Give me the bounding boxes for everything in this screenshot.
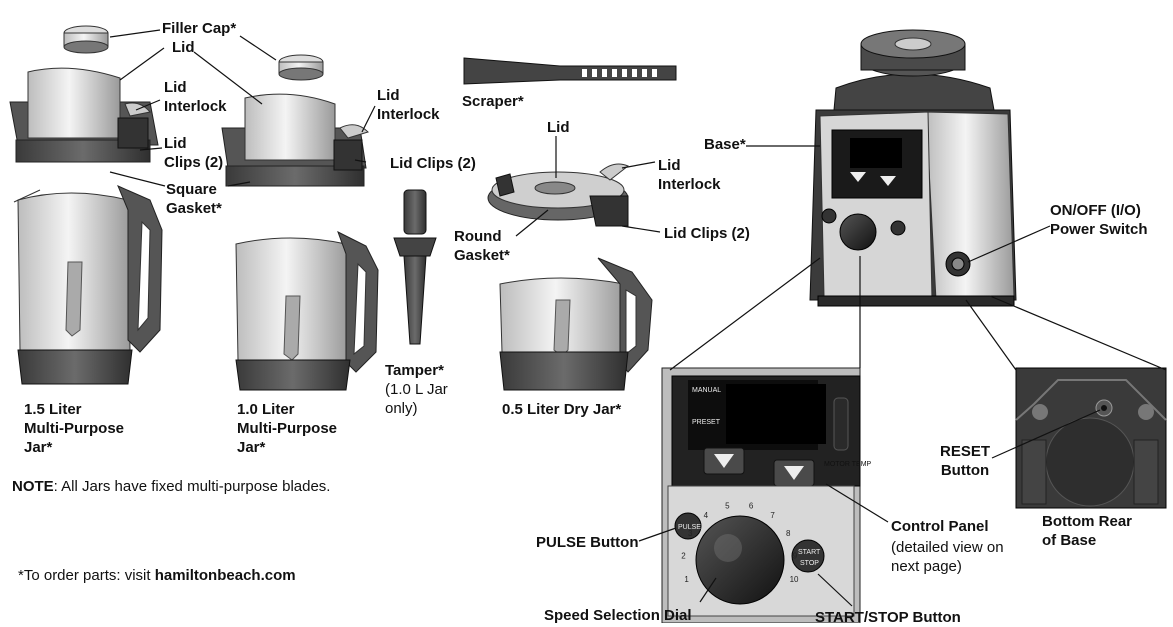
round-gasket-label: Round Gasket* [454,228,510,264]
order-prefix: *To order parts: visit [18,567,155,584]
manual-key-label: MANUAL [692,387,721,394]
filler-cap-mid [278,54,324,81]
bottom-rear-zoom [1015,367,1167,509]
note-body: : All Jars have fixed multi-purpose blad… [53,478,331,495]
dial-number: 2 [681,552,686,561]
dial-number: 3 [688,529,693,538]
lid-interlock-label-left: Lid Interlock [164,79,227,115]
dial-number: 5 [725,501,730,510]
filler-cap-left [63,25,109,54]
tamper [393,189,437,345]
round-lid [487,163,629,227]
stop-key-label: STOP [800,560,819,567]
dial-number: 6 [749,501,754,510]
pulse-key-label: PULSE [678,524,701,531]
order-site-link[interactable]: hamiltonbeach.com [154,567,296,584]
lid-interlock-label-round: Lid Interlock [658,157,721,193]
dry-jar-0-5-liter [499,257,653,391]
jar-1-5-liter [13,185,163,385]
jar-1-0-liter [235,230,379,391]
tamper-note: (1.0 L Jar only) [385,381,448,417]
lid-clips-label-round: Lid Clips (2) [664,225,750,242]
scraper [463,57,677,85]
square-lid-left [9,67,159,163]
bottom-rear-label: Bottom Rear of Base [1042,513,1133,549]
leader-lines [109,29,1167,607]
start-key-label: START [798,549,821,556]
dial-number: 8 [786,529,791,538]
lid-clips-label-left: Lid Clips (2) [164,135,224,171]
scraper-label: Scraper* [462,93,524,110]
jar-1-5-label: 1.5 Liter Multi-Purpose Jar* [24,401,124,456]
start-stop-label: START/STOP Button [815,609,961,626]
filler-cap-label: Filler Cap* [162,20,237,37]
control-panel-zoom [661,367,861,623]
lid-label-top: Lid [172,39,195,56]
dial-number: 4 [704,511,709,520]
control-panel-note: (detailed view on next page) [891,539,1004,575]
lid-clips-label-mid: Lid Clips (2) [390,155,476,172]
reset-button-label: RESET Button [940,443,991,479]
square-gasket-label: Square Gasket* [166,181,222,217]
blender-base [809,29,1017,307]
motor-temp-label: MOTOR TEMP [824,461,872,468]
note-prefix: NOTE [12,478,54,495]
speed-dial-label: Speed Selection Dial [544,607,692,624]
base-label: Base* [704,136,746,153]
preset-key-label: PRESET [692,419,721,426]
jar-1-0-label: 1.0 Liter Multi-Purpose Jar* [237,401,337,456]
order-parts-text: *To order parts: visit hamiltonbeach.com [18,567,296,584]
lid-label-round: Lid [547,119,570,136]
square-lid-mid [221,93,369,187]
pulse-button-label: PULSE Button [536,534,639,551]
control-panel-label: Control Panel [891,518,989,535]
speed-dial-numbers: 1 2 3 4 5 6 7 8 9 10 [681,501,799,584]
dial-number: 7 [770,511,775,520]
lid-interlock-label-mid: Lid Interlock [377,87,440,123]
dry-jar-label: 0.5 Liter Dry Jar* [502,401,622,418]
note-text: NOTE: All Jars have fixed multi-purpose … [12,478,330,495]
dial-number: 1 [684,575,689,584]
dial-number: 10 [790,575,799,584]
dial-number: 9 [793,552,798,561]
onoff-switch-label: ON/OFF (I/O) Power Switch [1050,202,1148,238]
tamper-label: Tamper* [385,362,444,379]
